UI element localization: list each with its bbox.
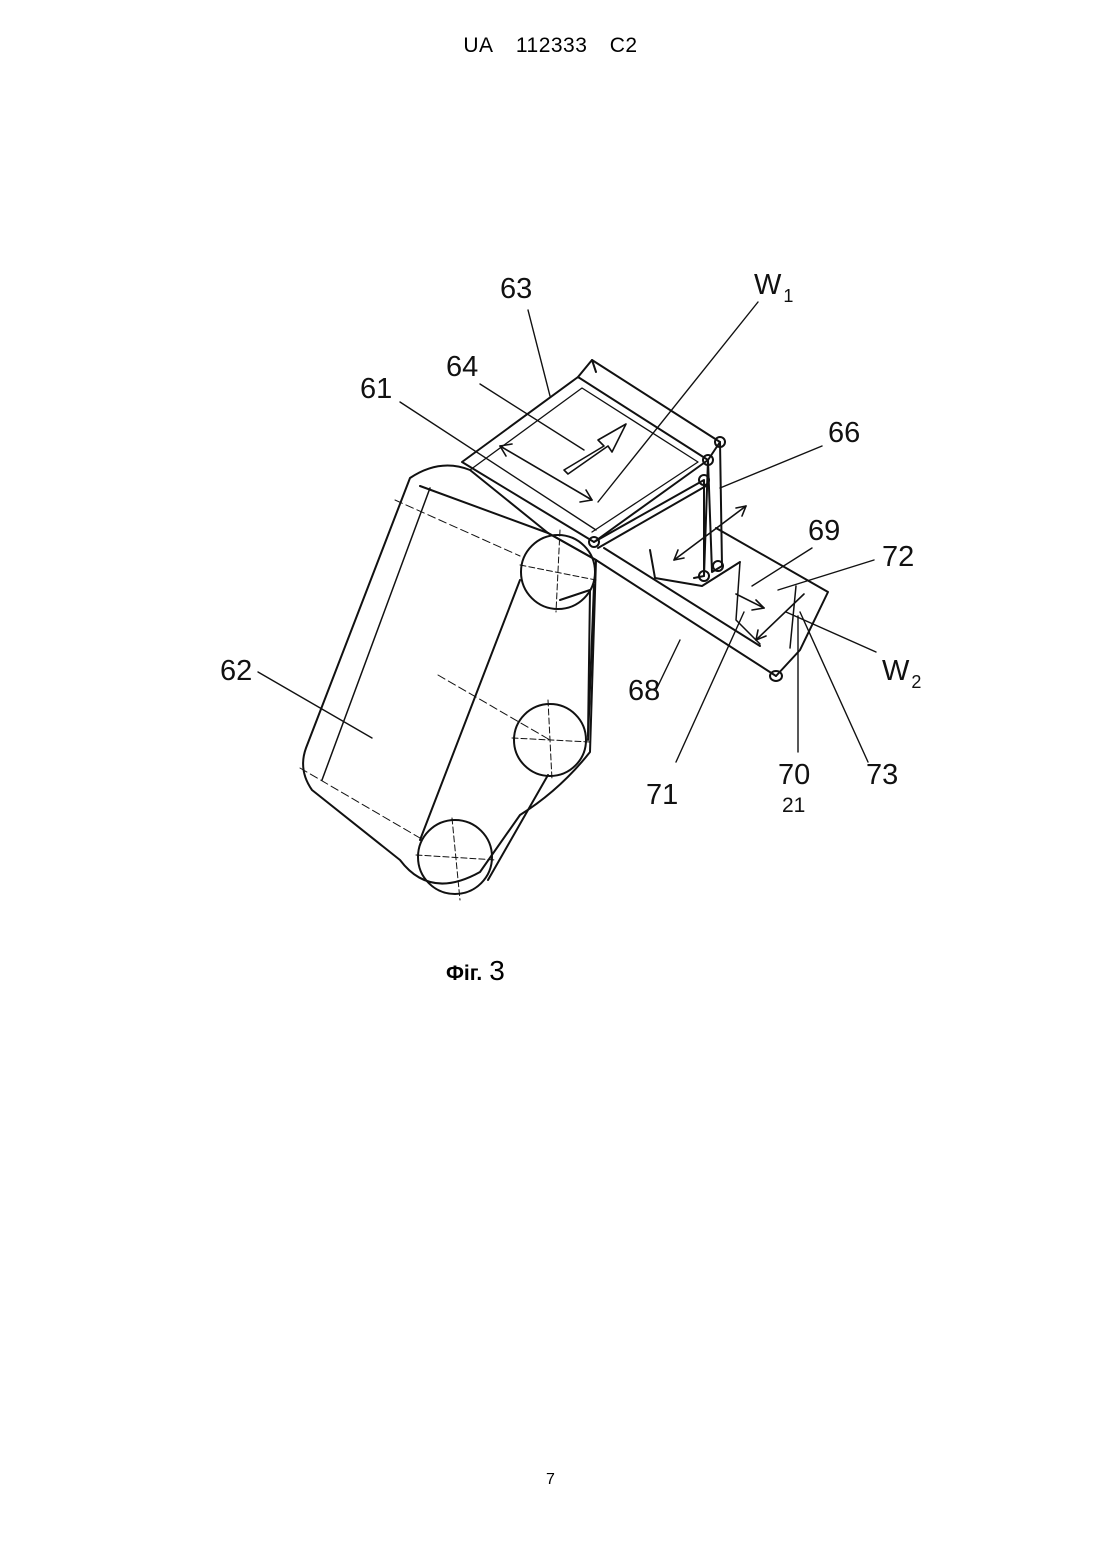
ref-label-w2: W2 [882,655,921,692]
leader-lines [258,302,876,762]
ref-label-69: 69 [808,515,840,547]
ref-label-73: 73 [866,759,898,791]
ref-label-21: 21 [782,794,805,817]
ref-label-62: 62 [220,655,252,687]
w1-letter: W [754,269,782,301]
ref-label-64: 64 [446,351,478,383]
ref-label-66: 66 [828,417,860,449]
w2-subscript: 2 [911,672,921,692]
figure-caption: Фіг. 3 [446,955,505,987]
figure-caption-number: 3 [489,955,505,986]
belt-conveyor-62 [300,466,596,901]
page-number: 7 [0,1471,1101,1489]
ref-label-72: 72 [882,541,914,573]
ref-label-w1: W1 [754,269,793,306]
ref-label-70: 70 [778,759,810,791]
ref-label-61: 61 [360,373,392,405]
w1-subscript: 1 [783,286,793,306]
ref-label-71: 71 [646,779,678,811]
figure-caption-prefix: Фіг. [446,962,482,985]
ref-label-63: 63 [500,273,532,305]
w2-letter: W [882,655,910,687]
ref-label-68: 68 [628,675,660,707]
